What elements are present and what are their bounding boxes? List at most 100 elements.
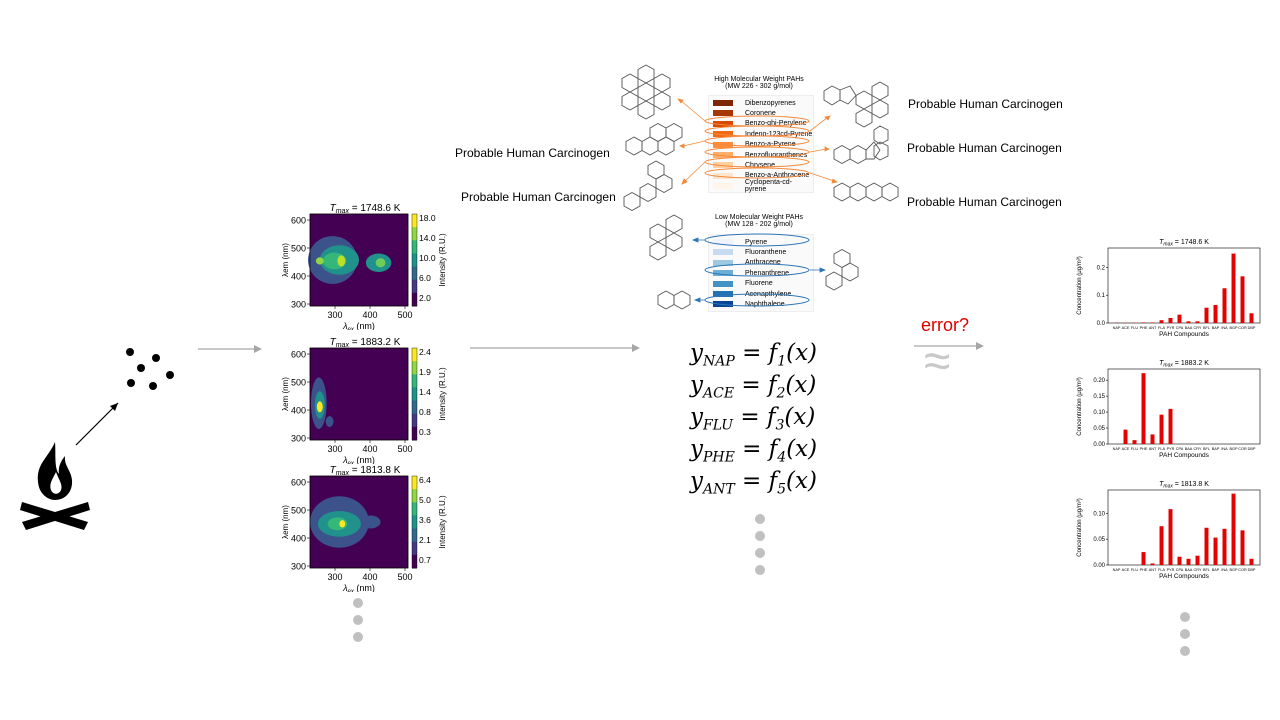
eem-ytick: 600 [291,350,306,360]
eem-contour [316,401,323,413]
bar-xtick: ACE [1122,447,1130,451]
eem-ytick: 500 [291,244,306,254]
legend-swatch [713,291,733,297]
bar-xtick: BAP [1212,447,1220,451]
error-label: error? [921,315,970,335]
eem-colorbar-tick: 6.4 [419,475,431,485]
eem-contour [325,416,334,428]
flow-arrow-2 [470,344,640,352]
bar-xlabel: PAH Compounds [1159,452,1209,459]
bar-plot-frame [1107,368,1261,445]
high-mw-legend-item: Benzo-ghi-Perylene [709,119,806,129]
benzoanthracene-structure-icon [833,182,899,202]
bar-xtick: BAA [1185,326,1193,330]
bar-xtick: BGP [1229,326,1237,330]
campfire-icon [20,442,90,530]
eem-colorbar [411,475,418,569]
bar-ytick: 0.2 [1097,265,1106,271]
eem-xtick: 500 [397,444,412,454]
bar-plot-frame [1107,247,1261,324]
bar-xtick: BAP [1212,326,1220,330]
legend-swatch [713,120,733,127]
legend-swatch [713,249,733,256]
bar-ytick: 0.0 [1097,321,1106,327]
eem-ytick: 600 [291,216,306,226]
eem-contour [339,520,346,528]
eem-xtick: 300 [327,572,342,582]
eem-colorbar-label: Intensity (R.U.) [438,233,447,287]
bar-dbp [1249,313,1254,323]
eem-ytick: 400 [291,272,306,282]
bar-xtick: FLA [1158,326,1165,330]
eem-colorbar-tick: 3.6 [419,515,431,525]
bar-bfl [1204,527,1209,565]
bar-xtick: COR [1238,447,1247,451]
bar-chart-title: Tmax = 1748.6 K [1159,239,1209,248]
bar-ina [1222,528,1227,565]
equation-ace: yACE = f2(x) [690,372,817,402]
bar-xtick: ANT [1149,326,1157,330]
bar-baa [1186,558,1191,565]
eem-ytick: 300 [291,434,306,444]
bar-xtick: BFL [1203,326,1210,330]
bar-xtick: PHE [1140,447,1148,451]
bar-ytick: 0.05 [1093,426,1105,432]
bar-xtick: BFL [1203,568,1210,572]
chrysene-structure-icon [623,160,673,212]
bar-ylabel: Concentration (μg/m³) [1077,498,1083,556]
eem-title: Tmax = 1883.2 K [330,337,401,349]
bar-xtick: PYR [1167,447,1175,451]
legend-label: Cyclopenta-cd-pyrene [744,179,792,194]
bar-xtick: CRY [1194,447,1202,451]
bar-xtick: CPA [1176,326,1184,330]
naphthalene-structure-icon [657,290,691,310]
bar-xtick: DBP [1248,326,1256,330]
low-mw-legend-item: Pyrene [709,237,767,247]
legend-swatch [713,239,733,245]
bar-ant [1150,563,1155,565]
bar-ytick: 0.10 [1093,511,1105,517]
eem-xtick: 500 [397,572,412,582]
eem-colorbar-label: Intensity (R.U.) [438,367,447,421]
carcinogen-label-right-3: Probable Human Carcinogen [907,195,1062,209]
legend-swatch [713,100,733,106]
bar-ytick: 0.15 [1093,394,1105,400]
legend-label: Chrysene [745,161,775,169]
legend-swatch [713,110,733,117]
bar-xtick: CPA [1176,568,1184,572]
eem-ylabel: λem (nm) [281,377,290,411]
legend-label: Fluoranthene [745,248,787,256]
eem-colorbar-tick: 6.0 [419,273,431,283]
bar-bgp [1231,253,1236,323]
eem-colorbar-tick: 2.4 [419,347,431,357]
bar-bap [1213,537,1218,565]
pyrene-structure-icon [649,214,683,261]
eem-colorbar-tick: 0.7 [419,555,431,565]
bar-xtick: BGP [1229,447,1237,451]
eem-ytick: 500 [291,378,306,388]
bar-ytick: 0.20 [1093,378,1105,384]
eem-colorbar [411,213,418,307]
bar-xlabel: PAH Compounds [1159,331,1209,338]
bar-xtick: PHE [1140,326,1148,330]
flow-arrow-1 [198,345,262,353]
bar-ytick: 0.10 [1093,410,1105,416]
bar-ant [1150,322,1155,323]
bar-fla [1159,526,1164,565]
high-mw-legend-item: Dibenzopyrenes [709,98,796,108]
bar-bgp [1231,493,1236,565]
eem-colorbar-tick: 10.0 [419,253,436,263]
bar-phe [1141,322,1146,323]
legend-label: Anthracene [745,259,781,267]
eem-colorbar-tick: 0.8 [419,407,431,417]
bar-xtick: FLU [1131,447,1138,451]
eem-contour [375,258,386,268]
legend-label: Benzofluoranthenes [745,151,808,159]
equation-flu: yFLU = f3(x) [690,404,816,434]
eem-xtick: 400 [362,572,377,582]
approx-symbol: ≈ [924,335,951,388]
